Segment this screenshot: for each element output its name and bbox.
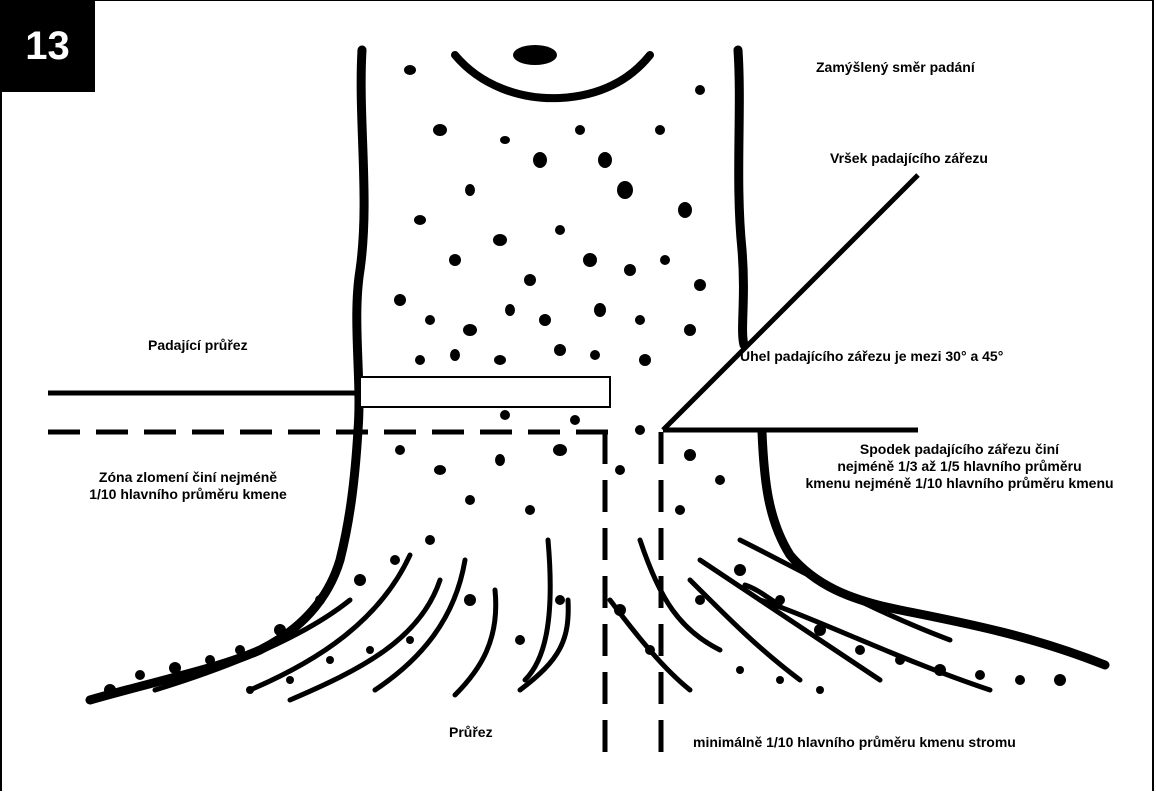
trunk-top-notch	[455, 55, 650, 98]
bark-texture	[394, 65, 725, 515]
label-notch-bottom-line2: nejméně 1/3 až 1/5 hlavního průměru	[782, 458, 1137, 475]
trunk-top-knot	[513, 45, 557, 65]
label-hinge-zone-line2: 1/10 hlavního průměru kmene	[48, 486, 328, 503]
label-intended-direction: Zamýšlený směr padání	[816, 59, 975, 76]
label-notch-bottom: Spodek padajícího zářezu činí nejméně 1/…	[782, 441, 1137, 492]
root-lines	[155, 540, 990, 700]
felling-cut-kerf	[360, 377, 610, 407]
label-minimum-note: minimálně 1/10 hlavního průměru kmenu st…	[693, 734, 1016, 751]
label-notch-top: Vršek padajícího zářezu	[830, 150, 988, 167]
label-felling-cut: Padající průřez	[148, 337, 248, 354]
label-cross-section: Průřez	[449, 724, 493, 741]
trunk-right-edge	[738, 50, 744, 345]
label-notch-angle: Úhel padajícího zářezu je mezi 30° a 45°	[740, 348, 1003, 365]
label-notch-bottom-line3: kmenu nejméně 1/10 hlavního průměru kmen…	[782, 475, 1137, 492]
label-notch-bottom-line1: Spodek padajícího zářezu činí	[782, 441, 1137, 458]
label-hinge-zone: Zóna zlomení činí nejméně 1/10 hlavního …	[48, 469, 328, 503]
label-hinge-zone-line1: Zóna zlomení činí nejméně	[48, 469, 328, 486]
